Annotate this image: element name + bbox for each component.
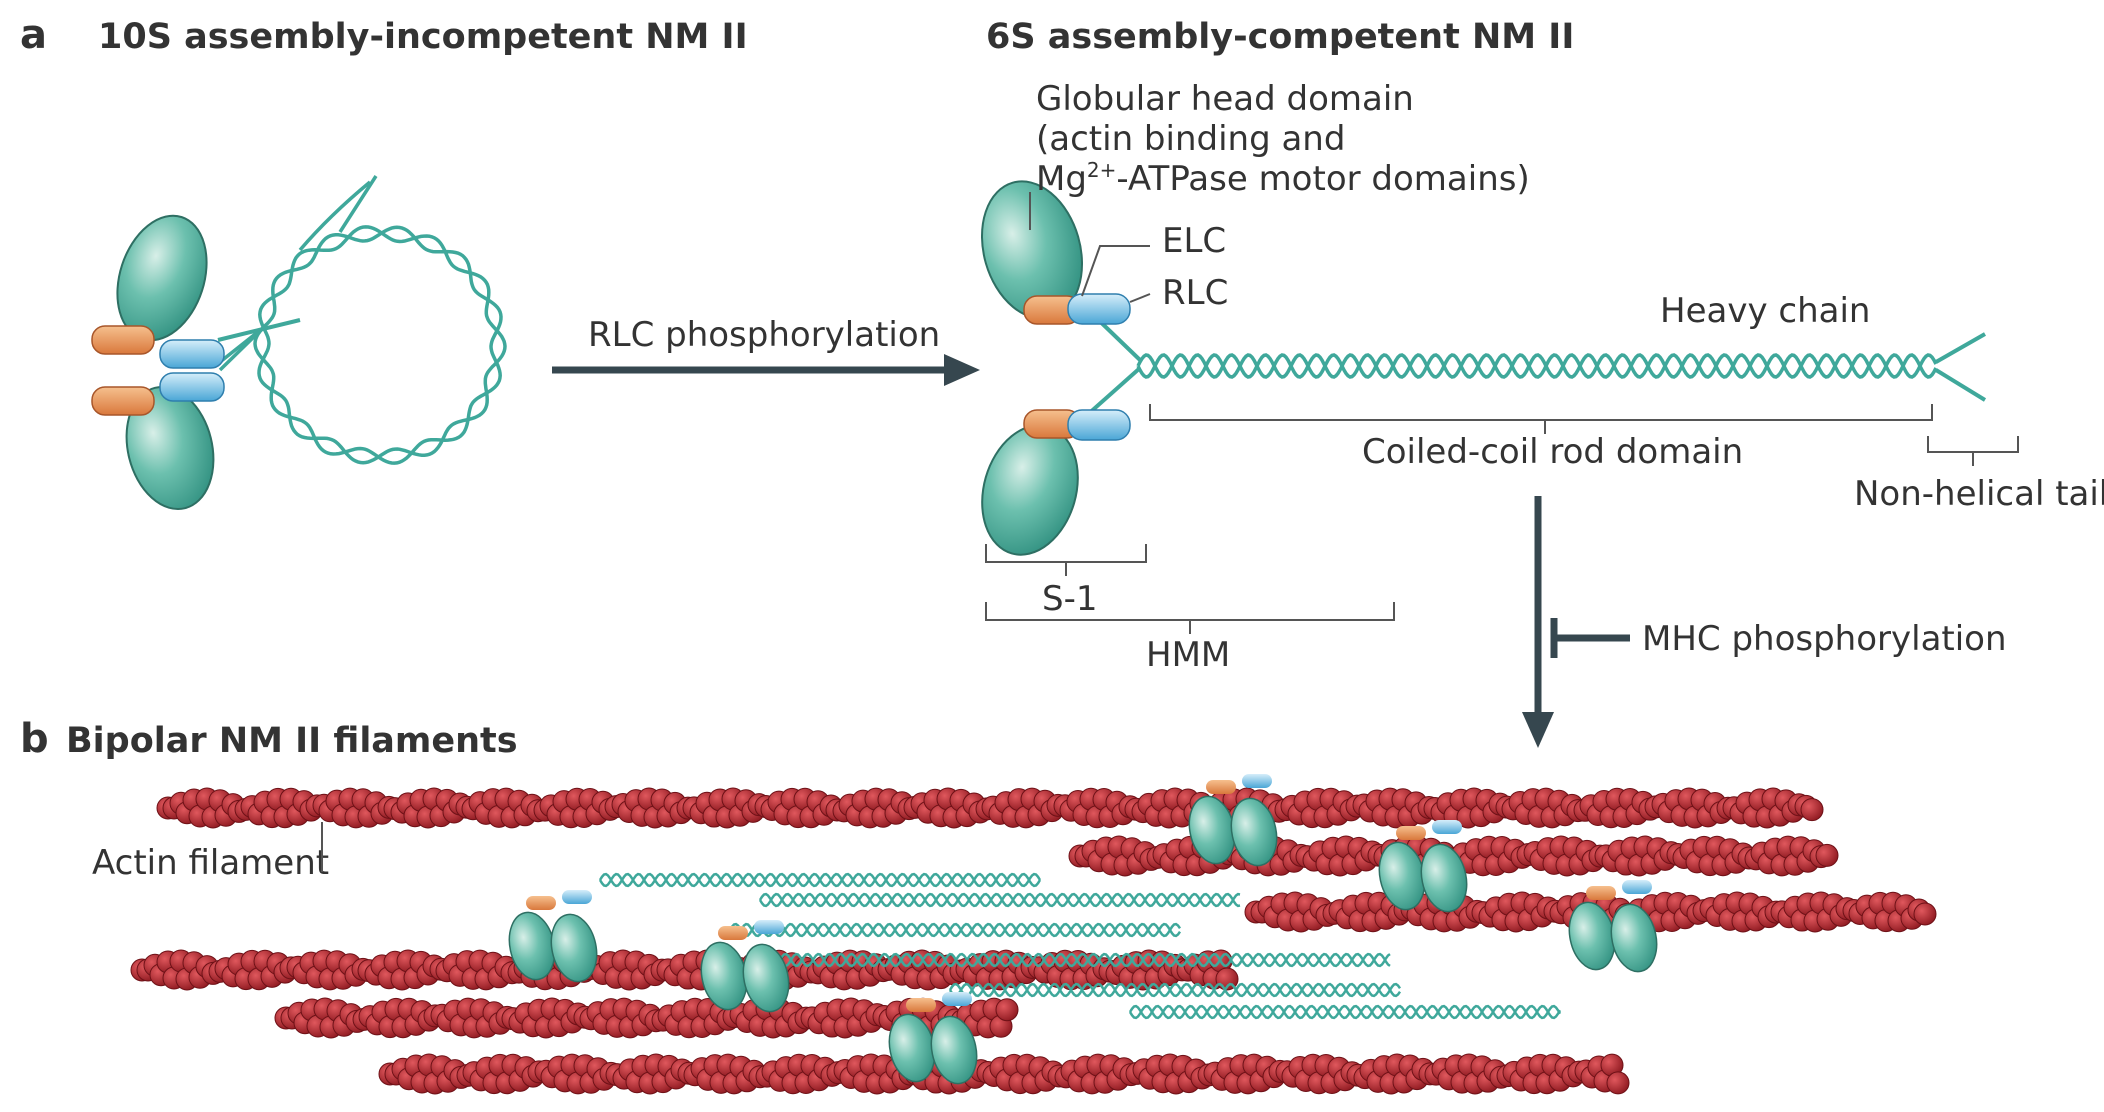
rlc-label: RLC xyxy=(1162,273,1228,313)
motor-4-rlc-a xyxy=(1242,774,1272,788)
folded-rlc-bottom xyxy=(159,372,225,402)
elc-label: ELC xyxy=(1162,221,1226,261)
motor-4-elc-a xyxy=(1206,780,1236,794)
rod-5-strand-b xyxy=(948,982,1402,998)
extended-6s-myosin xyxy=(980,180,1987,556)
tail-bracket xyxy=(1927,436,2019,466)
elc-leader-line xyxy=(1081,245,1150,297)
folded-10s-myosin xyxy=(91,175,507,511)
rod-2-strand-b xyxy=(758,892,1241,908)
tail-label: Non-helical tail xyxy=(1854,474,2104,514)
motor-2 xyxy=(700,920,790,1013)
inhibition-bar xyxy=(1550,618,1630,658)
folded-elc-bottom xyxy=(91,386,155,416)
folded-tail-coil-b xyxy=(218,225,507,465)
rod-6-strand-b xyxy=(1128,1004,1562,1020)
actin-filament-2 xyxy=(1068,835,1839,877)
motor-6-head-b xyxy=(1610,903,1658,973)
motor-3-head-b xyxy=(930,1015,978,1085)
actin-filament-4 xyxy=(130,949,1239,991)
motor-5-head-b xyxy=(1420,843,1468,913)
s1-bracket xyxy=(985,544,1147,576)
motor-2-rlc-a xyxy=(754,920,784,934)
motor-6 xyxy=(1568,880,1658,973)
motor-6-rlc-a xyxy=(1622,880,1652,894)
myosin-motors xyxy=(508,774,1658,1085)
rod-3-strand-b xyxy=(728,922,1182,938)
motor-3-rlc-a xyxy=(942,992,972,1006)
motor-5 xyxy=(1378,820,1468,913)
rlc-top xyxy=(1067,293,1131,325)
actin-bead xyxy=(1815,843,1839,867)
folded-tail-coil-a xyxy=(218,225,503,465)
tail-strand-upper xyxy=(1935,332,1986,364)
hmm-bracket xyxy=(985,602,1395,634)
main-coil-strand-b xyxy=(1136,353,1938,379)
motor-2-elc-a xyxy=(718,926,748,940)
lower-neck xyxy=(1084,366,1142,418)
panel-b-title: Bipolar NM II filaments xyxy=(66,721,518,761)
head-label-line1: Globular head domain xyxy=(1036,79,1414,119)
actin-filament-6 xyxy=(378,1053,1630,1095)
coiled-coil-rod xyxy=(1136,353,1938,379)
motor-3 xyxy=(888,992,978,1085)
head-label-line2: (actin binding and xyxy=(1036,119,1345,159)
motor-4 xyxy=(1188,774,1278,867)
motor-1-head-b xyxy=(550,913,598,983)
actin-filament-1 xyxy=(156,787,1824,829)
folded-tail-end-a xyxy=(298,180,372,252)
heavy-chain-label: Heavy chain xyxy=(1660,291,1870,331)
folded-tail-end-b xyxy=(338,175,378,233)
rod-3-strand-a xyxy=(728,922,1182,938)
mhc-phosphorylation-label: MHC phosphorylation xyxy=(1642,619,2007,659)
motor-5-rlc-a xyxy=(1432,820,1462,834)
rlc-leader-line xyxy=(1129,293,1151,303)
folded-rlc-top xyxy=(159,339,225,369)
actin-bead xyxy=(1606,1071,1630,1095)
actin-bead xyxy=(995,998,1019,1022)
motor-4-head-b xyxy=(1230,797,1278,867)
rod-4-strand-b xyxy=(778,952,1391,968)
rod-5-strand-a xyxy=(948,982,1402,998)
rod-2-strand-a xyxy=(758,892,1241,908)
bipolar-filament-assembly xyxy=(130,774,1937,1095)
rlc-bottom xyxy=(1067,409,1131,441)
rod-6-strand-a xyxy=(1128,1004,1562,1020)
actin-filaments xyxy=(130,787,1937,1095)
folded-head-bottom xyxy=(125,385,215,511)
actin-bead xyxy=(1800,798,1824,822)
tail-strand-lower xyxy=(1934,368,1987,402)
rlc-phosphorylation-label: RLC phosphorylation xyxy=(588,315,940,355)
right-title: 6S assembly-competent NM II xyxy=(986,17,1574,57)
hmm-label: HMM xyxy=(1146,635,1230,675)
actin-filament-label: Actin filament xyxy=(92,843,329,883)
rod-1-strand-b xyxy=(598,872,1042,888)
head-label-line3: Mg2+-ATPase motor domains) xyxy=(1036,158,1530,199)
motor-1-rlc-a xyxy=(562,890,592,904)
rod-4-strand-a xyxy=(778,952,1391,968)
coiled-coil-label: Coiled-coil rod domain xyxy=(1362,432,1743,472)
panel-b-letter: b xyxy=(20,716,49,762)
motor-6-elc-a xyxy=(1586,886,1616,900)
left-title: 10S assembly-incompetent NM II xyxy=(98,17,748,57)
motor-2-head-b xyxy=(742,943,790,1013)
rlc-phosphorylation-arrow xyxy=(552,354,980,386)
folded-neck xyxy=(217,318,301,342)
motor-1-elc-a xyxy=(526,896,556,910)
actin-filament-3 xyxy=(1244,891,1937,933)
s1-label: S-1 xyxy=(1042,579,1097,619)
coiled-coil-bracket xyxy=(1149,404,1933,434)
motor-5-elc-a xyxy=(1396,826,1426,840)
assembly-arrow xyxy=(1522,496,1554,748)
myosin-rods xyxy=(598,872,1562,1020)
folded-elc-top xyxy=(91,325,155,355)
panel-a-letter: a xyxy=(20,12,47,58)
motor-1 xyxy=(508,890,598,983)
main-coil-strand-a xyxy=(1136,353,1938,379)
actin-bead xyxy=(1913,902,1937,926)
motor-3-elc-a xyxy=(906,998,936,1012)
